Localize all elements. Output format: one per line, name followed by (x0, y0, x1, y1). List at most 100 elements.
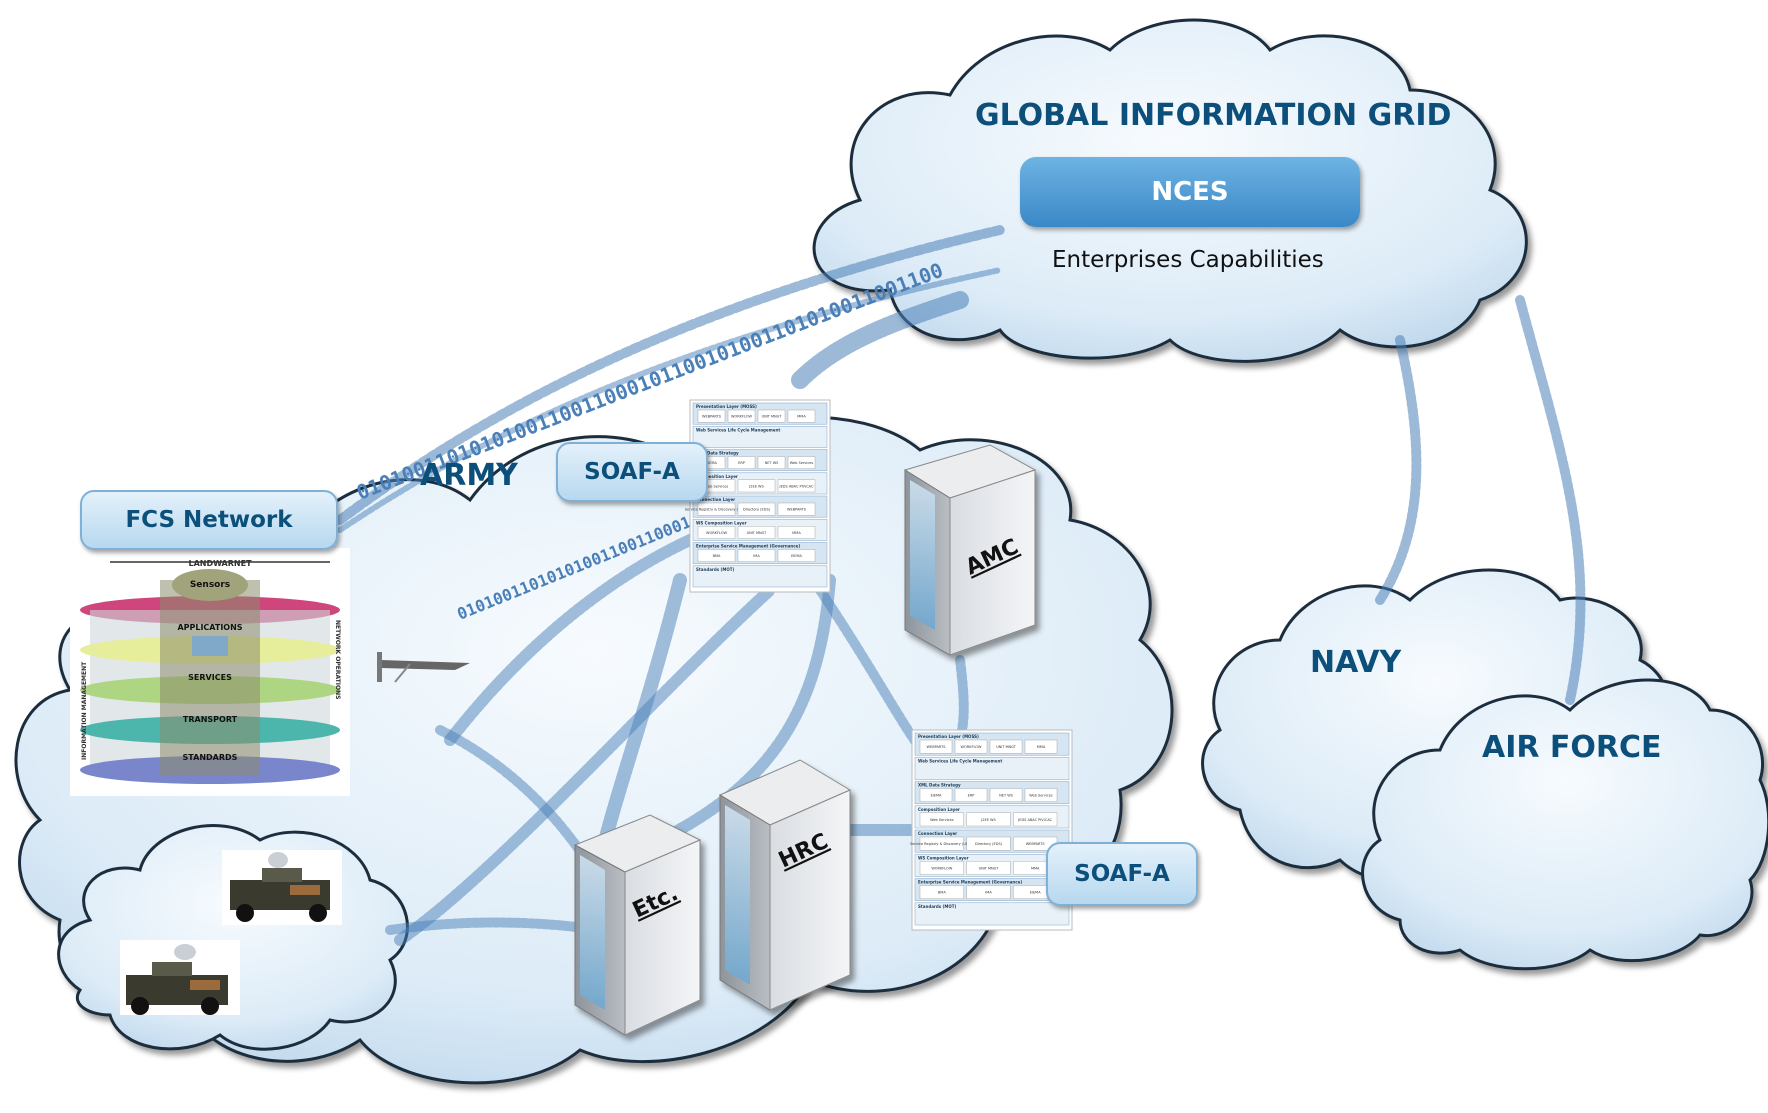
soa-item-label: Directory (EDS) (975, 842, 1003, 846)
server-amc[interactable] (903, 444, 1037, 656)
soa-item-box (727, 409, 756, 423)
soa-stack-top: Presentation Layer (MOSS) WEBPARTS WORKFLO… (685, 399, 831, 593)
fcs-network-diagram: LANDWARNET Sensors APPLICATIONS SERVICES… (70, 548, 350, 796)
soa-item-label: Web Services (1029, 794, 1053, 798)
soa-item-label: BMA (938, 891, 946, 895)
soa-layer-title: XML Data Strategy (696, 451, 739, 456)
fcs-side-label: NETWORK OPERATIONS (334, 620, 341, 699)
soa-layer-row (692, 565, 828, 588)
soa-item-box (777, 502, 816, 516)
soa-item-label: Directory (EDS) (743, 508, 771, 512)
soa-item-label: EIEMA (1030, 891, 1041, 895)
soa-item-label: WEBPARTS (787, 508, 807, 512)
soa-item-box (737, 526, 776, 539)
soa-item-box (954, 739, 988, 754)
fcs-banner: LANDWARNET (188, 559, 252, 568)
soa-item-box (919, 885, 964, 899)
airforce-cloud (1361, 678, 1768, 971)
soa-item-box (757, 409, 786, 423)
soa-layer-title: Enterprise Service Management (Governanc… (696, 544, 800, 549)
soa-item-label: EIEMA (791, 554, 802, 558)
soa-item-label: NET WS (765, 461, 780, 465)
fcs-side-label: INFORMATION MANAGEMENT (81, 661, 88, 760)
soa-item-label: MMA (1031, 866, 1040, 870)
soa-item-label: MMA (797, 415, 806, 419)
soa-layer-title: Composition Layer (696, 474, 738, 479)
fcs-layer-label: APPLICATIONS (177, 623, 242, 632)
soa-item-box (919, 788, 953, 802)
soa-item-label: UNIT MNGT (762, 415, 783, 419)
soa-item-box (1024, 788, 1058, 802)
soa-layer-title: XML Data Strategy (918, 783, 961, 788)
soa-item-box (989, 788, 1023, 802)
soaf-a-bottom-pill[interactable]: SOAF-A (1046, 842, 1198, 906)
soa-layer-row (692, 425, 828, 448)
soa-item-label: UNIT MNGT (979, 866, 1000, 870)
vehicle-icon-1 (222, 850, 342, 925)
soa-item-label: Service Registry & Discovery (UDDI) (685, 508, 749, 512)
fcs-layer-label: Sensors (190, 580, 230, 590)
soa-item-label: ERP (738, 461, 745, 465)
soa-item-label: JEDS ABAC PIV/CAC (779, 484, 814, 488)
soa-item-label: UNIT MNGT (747, 531, 768, 535)
soa-item-box (1013, 812, 1058, 827)
soa-item-box (697, 526, 736, 539)
soa-item-box (777, 479, 816, 493)
fcs-layer-label: STANDARDS (183, 753, 238, 762)
soa-item-box (737, 502, 776, 516)
soa-layer-title: Web Services Life Cycle Management (696, 427, 780, 432)
soa-item-box (697, 549, 736, 562)
soa-item-label: BMA (713, 554, 721, 558)
soa-item-box (966, 885, 1011, 899)
soa-item-box (697, 502, 736, 516)
soa-item-label: WORKFLOW (731, 415, 753, 419)
soa-item-label: MMA (792, 531, 801, 535)
soa-item-box (989, 739, 1023, 754)
soa-item-box (966, 836, 1011, 851)
soa-item-box (966, 812, 1011, 827)
soa-item-label: WEBPARTS (702, 415, 722, 419)
soa-item-box (966, 861, 1011, 875)
soa-layer-title: Presentation Layer (MOSS) (696, 404, 757, 409)
navy-label: NAVY (1310, 645, 1402, 680)
army-label: ARMY (420, 458, 518, 493)
soaf-a-top-pill[interactable]: SOAF-A (556, 442, 708, 502)
soa-item-label: NET WS (999, 794, 1014, 798)
soa-layer-title: WS Composition Layer (696, 520, 747, 525)
uav-icon (377, 652, 470, 683)
soa-layer-title: Composition Layer (918, 807, 960, 812)
nces-pill[interactable]: NCES (1020, 157, 1360, 227)
vehicle-icon-2 (120, 940, 240, 1015)
soa-item-label: MMA (1037, 745, 1046, 749)
soa-item-box (737, 479, 776, 493)
fcs-layer-label: SERVICES (188, 673, 232, 682)
fcs-network-pill[interactable]: FCS Network (80, 490, 338, 550)
soa-item-label: ERP (968, 794, 975, 798)
soa-item-label: JEDS ABAC PIV/CAC (1017, 818, 1052, 822)
gig-caption: Enterprises Capabilities (1052, 247, 1324, 273)
server-etc[interactable] (573, 814, 702, 1036)
soa-item-box (777, 549, 816, 562)
soa-item-label: WORKFLOW (706, 531, 728, 535)
soa-layer-title: WS Composition Layer (918, 855, 969, 860)
soa-item-box (757, 456, 786, 469)
soa-item-label: Web Services (930, 818, 954, 822)
soa-item-label: EIEMA (706, 461, 717, 465)
soa-item-label: IMA (985, 891, 992, 895)
soa-item-label: WORKFLOW (931, 866, 953, 870)
soa-layer-row (914, 902, 1070, 926)
soa-layer-title: Connection Layer (696, 497, 735, 502)
soa-item-label: UNIT MNGT (996, 745, 1017, 749)
soa-item-box (919, 812, 964, 827)
soa-item-box (1024, 739, 1058, 754)
soa-item-box (787, 456, 816, 469)
soa-item-box (727, 456, 756, 469)
soa-layer-title: Connection Layer (918, 831, 957, 836)
server-hrc[interactable] (718, 759, 852, 1011)
soa-item-label: Service Registry & Discovery (UDDI) (910, 842, 974, 846)
soa-item-box (954, 788, 988, 802)
soa-item-box (697, 409, 726, 423)
